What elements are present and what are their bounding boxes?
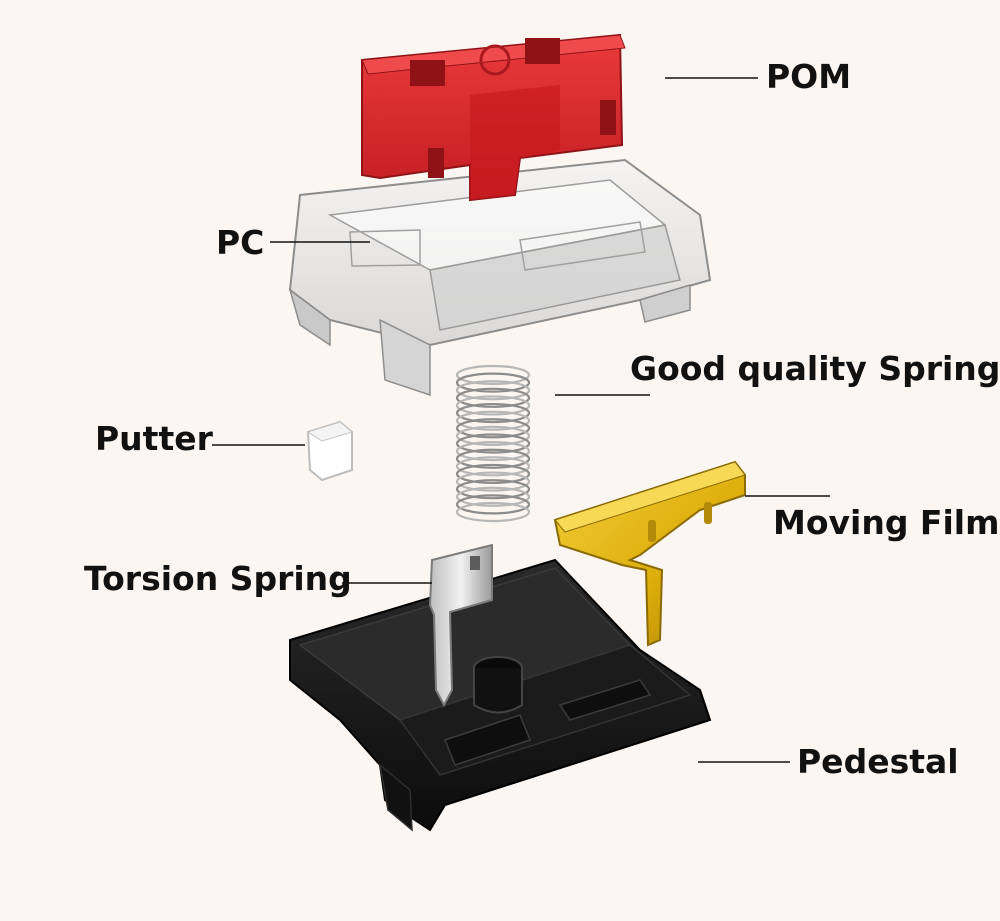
spring-coil [455,380,531,401]
pom-stem [361,33,626,202]
spring-coil [455,463,531,485]
spring-coil [455,448,531,469]
torsion-spring [428,543,493,708]
spring-coil [455,441,531,462]
label-putter: Putter [95,419,213,458]
label-pedestal: Pedestal [797,742,959,781]
spring-coil [455,410,531,431]
spring-coil [455,479,531,500]
leader-lines [212,77,830,763]
spring-coil [455,364,531,386]
spring-coil [455,501,531,523]
label-pom: POM [766,57,852,96]
spring-coil [455,395,531,416]
label-pc: PC [216,223,265,262]
spring-coil [455,418,531,439]
spring-coil [455,372,531,393]
spring [455,364,531,523]
pc-housing [288,158,712,397]
spring-coil [455,387,531,408]
pedestal [289,558,712,832]
putter [306,420,354,482]
spring-coil [455,402,531,424]
spring-coil [455,456,531,477]
spring-coil [455,486,531,507]
spring-coil [455,494,531,515]
label-torsion-spring: Torsion Spring [84,559,352,598]
spring-coil [455,425,531,446]
label-spring: Good quality Spring [630,349,1000,388]
label-moving-film: Moving Film [773,503,1000,542]
moving-film [553,460,746,647]
spring-coil [455,471,531,492]
spring-coil [455,433,531,454]
